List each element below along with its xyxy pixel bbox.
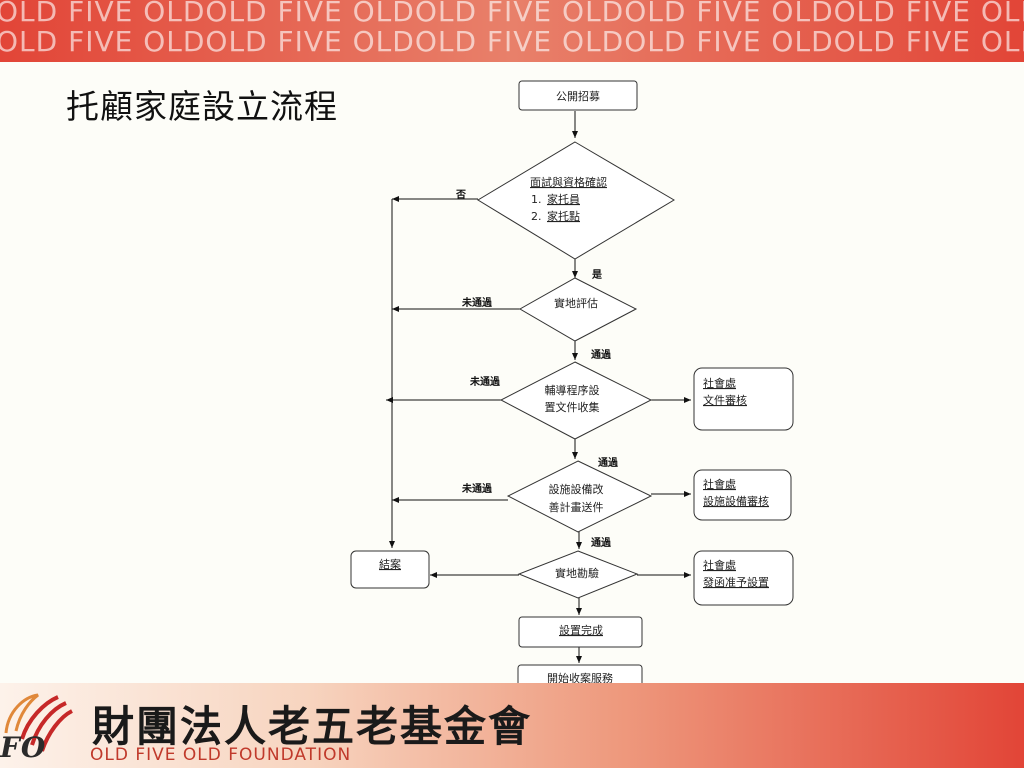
node-sw-facility xyxy=(693,469,792,521)
shapes xyxy=(350,80,794,691)
connectors xyxy=(386,111,691,663)
node-recruit-label: 公開招募 xyxy=(556,89,600,103)
banner-text-line: OLD FIVE OLDOLD FIVE OLDOLD FIVE OLDOLD … xyxy=(0,0,1024,28)
node-close-label: 結案 xyxy=(379,557,401,571)
edge-label-fail-docs: 未通過 xyxy=(469,375,501,388)
banner-text-line: OLD FIVE OLDOLD FIVE OLDOLD FIVE OLDOLD … xyxy=(0,25,1024,58)
edge-label-yes: 是 xyxy=(591,269,602,281)
org-name-chinese: 財團法人老五老基金會 xyxy=(92,702,533,751)
node-site-eval xyxy=(518,277,638,342)
node-sw-docs-line2: 文件審核 xyxy=(703,393,747,407)
edge-label-pass-improve: 通過 xyxy=(591,536,612,549)
node-improve-line1: 設施設備改 xyxy=(549,482,604,496)
node-site-eval-label: 實地評估 xyxy=(554,296,598,310)
node-docs xyxy=(499,361,653,440)
node-sw-docs xyxy=(693,367,794,431)
node-close xyxy=(350,550,430,589)
org-abbr: FO xyxy=(0,731,47,764)
node-interview-item1-num: 1. xyxy=(531,193,542,206)
node-inspect xyxy=(517,550,639,599)
node-docs-line1: 輔導程序設 xyxy=(545,383,600,397)
node-done-label: 設置完成 xyxy=(559,623,603,637)
node-interview-title: 面試與資格確認 xyxy=(530,175,607,189)
page-title: 托顧家庭設立流程 xyxy=(66,87,338,126)
node-service-label: 開始收案服務 xyxy=(547,671,613,685)
edge-label-fail-improve: 未通過 xyxy=(461,482,493,495)
edge-label-pass-docs: 通過 xyxy=(598,456,619,469)
node-sw-approve xyxy=(693,550,794,606)
foundation-logo-icon xyxy=(4,693,73,752)
node-inspect-label: 實地勘驗 xyxy=(555,566,599,580)
node-interview-item1: 家托員 xyxy=(547,192,580,206)
top-banner: OLD FIVE OLDOLD FIVE OLDOLD FIVE OLDOLD … xyxy=(0,0,1024,62)
node-interview-item2: 家托點 xyxy=(547,209,580,223)
org-name-english: OLD FIVE OLD FOUNDATION xyxy=(90,745,352,765)
node-interview-item2-num: 2. xyxy=(531,210,542,223)
edge-label-pass-eval: 通過 xyxy=(591,348,612,361)
node-sw-facility-line2: 設施設備審核 xyxy=(703,494,769,508)
node-improve xyxy=(506,460,653,533)
node-sw-approve-line2: 發函准予設置 xyxy=(703,575,769,589)
edge-label-fail-eval: 未通過 xyxy=(461,296,493,309)
node-improve-line2: 善計畫送件 xyxy=(549,500,604,514)
node-docs-line2: 置文件收集 xyxy=(545,400,600,414)
node-interview xyxy=(477,141,675,260)
node-sw-approve-line1: 社會處 xyxy=(703,558,736,572)
node-done xyxy=(518,616,643,648)
node-sw-facility-line1: 社會處 xyxy=(703,477,736,491)
footer-banner: FO 財團法人老五老基金會 OLD FIVE OLD FOUNDATION xyxy=(0,683,1024,768)
edge-label-no: 否 xyxy=(455,189,466,201)
node-sw-docs-line1: 社會處 xyxy=(703,376,736,390)
node-recruit xyxy=(518,80,638,111)
